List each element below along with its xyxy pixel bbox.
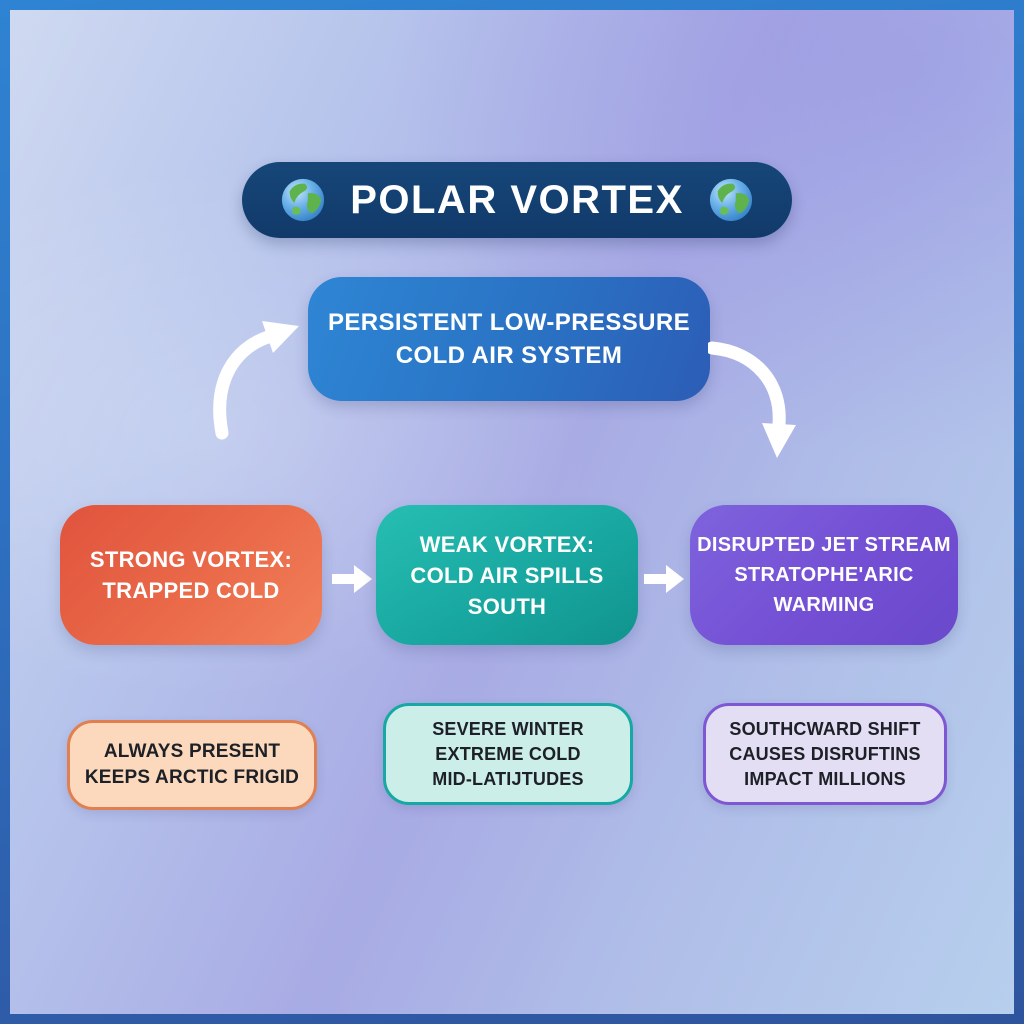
- always-present-line-2: KEEPS ARCTIC FRIGID: [84, 767, 300, 788]
- severe-winter-line-2: EXTREME COLD: [435, 743, 581, 764]
- southward-shift-line-2: CAUSES DISRUFTINS: [729, 743, 921, 764]
- southward-shift-line-1: SOUTHCWARD SHIFT: [729, 718, 921, 739]
- weak-vortex-line-3: SOUTH: [467, 593, 547, 619]
- severe-winter-line-3: MID-LATIJTUDES: [432, 768, 584, 789]
- flow-box-weak-vortex: WEAK VORTEX: COLD AIR SPILLS SOUTH: [376, 505, 638, 645]
- weak-vortex-line-1: WEAK VORTEX:: [419, 531, 595, 557]
- curved-arrow-up-right-icon: [213, 321, 299, 440]
- globe-right-icon: [709, 178, 752, 222]
- title-banner: POLAR VORTEX: [242, 162, 792, 238]
- note-box-severe-winter: SEVERE WINTER EXTREME COLD MID-LATIJTUDE…: [383, 703, 633, 805]
- right-arrow-icon: [644, 565, 684, 593]
- definition-box: PERSISTENT LOW-PRESSURE COLD AIR SYSTEM: [308, 277, 710, 401]
- globe-left-icon: [282, 178, 325, 222]
- disrupted-line-1: DISRUPTED JET STREAM: [697, 534, 951, 556]
- flow-box-strong-vortex: STRONG VORTEX: TRAPPED COLD: [60, 505, 322, 645]
- right-arrow-icon: [332, 565, 372, 593]
- strong-vortex-line-2: TRAPPED COLD: [102, 578, 280, 603]
- curved-arrow-down-icon: [708, 341, 796, 458]
- flow-box-disrupted-jet-stream: DISRUPTED JET STREAM STRATOPHE'ARIC WARM…: [690, 505, 958, 645]
- weak-vortex-line-2: COLD AIR SPILLS: [410, 562, 604, 588]
- page-title: POLAR VORTEX: [350, 177, 684, 222]
- strong-vortex-line-1: STRONG VORTEX:: [89, 547, 293, 572]
- severe-winter-line-1: SEVERE WINTER: [432, 718, 584, 739]
- definition-line-2: COLD AIR SYSTEM: [395, 342, 623, 369]
- southward-shift-line-3: IMPACT MILLIONS: [744, 768, 906, 789]
- infographic-canvas: POLAR VORTEX PERSISTENT LOW-PRESSURE COL…: [10, 10, 1014, 1014]
- note-box-southward-shift: SOUTHCWARD SHIFT CAUSES DISRUFTINS IMPAC…: [703, 703, 947, 805]
- disrupted-line-2: STRATOPHE'ARIC WARMING: [734, 564, 914, 616]
- definition-line-1: PERSISTENT LOW-PRESSURE: [327, 309, 691, 336]
- note-box-always-present: ALWAYS PRESENT KEEPS ARCTIC FRIGID: [67, 720, 317, 810]
- always-present-line-1: ALWAYS PRESENT: [103, 741, 281, 762]
